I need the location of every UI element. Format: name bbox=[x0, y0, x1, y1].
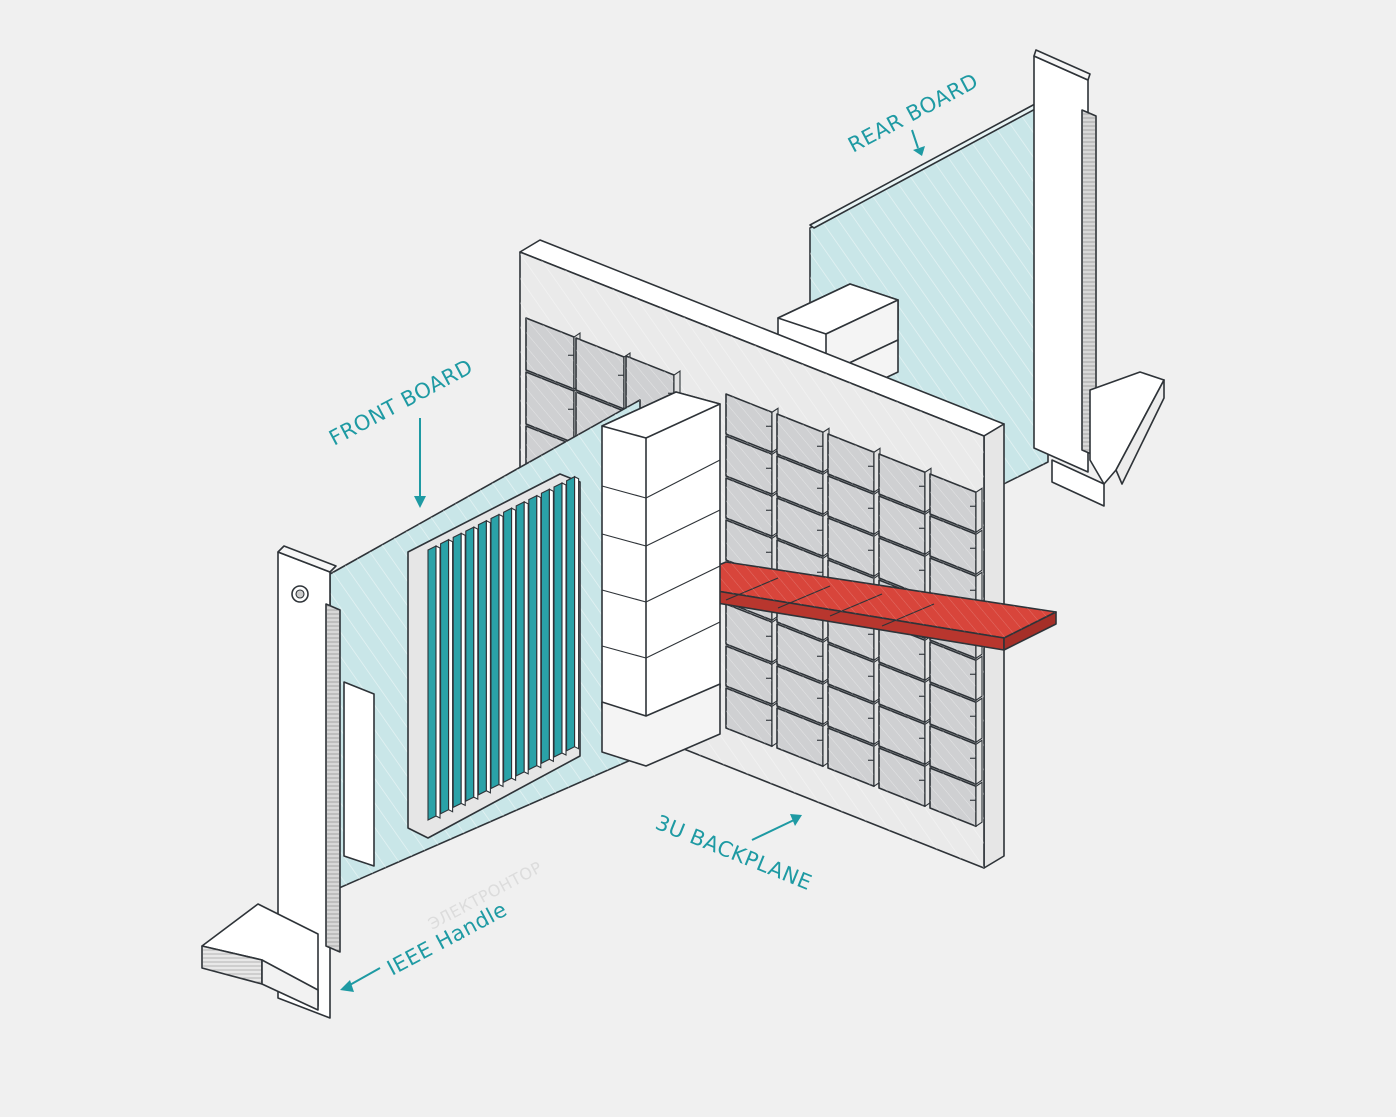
connector-cell bbox=[878, 621, 932, 682]
handle-callout: ЭЛЕКТРОНТОР IEEE Handle bbox=[340, 857, 545, 992]
connector-cell bbox=[525, 317, 581, 391]
connector-cell bbox=[725, 603, 779, 664]
heatsink-fin-edge bbox=[498, 513, 504, 788]
connector-cell bbox=[929, 473, 983, 534]
heatsink-fin bbox=[566, 475, 576, 752]
connector-cell bbox=[878, 495, 932, 556]
connector-cell bbox=[725, 393, 779, 454]
backplane-label: 3U BACKPLANE bbox=[652, 810, 815, 895]
heatsink-fin bbox=[553, 482, 563, 758]
front-board-label: FRONT BOARD bbox=[325, 354, 477, 450]
heatsink-fin-edge bbox=[548, 488, 554, 763]
front-panel bbox=[201, 545, 375, 1019]
rear-panel bbox=[1033, 49, 1165, 507]
connector-cell bbox=[878, 705, 932, 766]
heatsink-fin bbox=[528, 494, 538, 771]
heatsink-fin-edge bbox=[448, 538, 454, 813]
backplane-connector-grid bbox=[525, 317, 983, 828]
heatsink-fin bbox=[503, 507, 513, 784]
heatsink-fin bbox=[515, 501, 525, 777]
arrow-down-left-icon bbox=[340, 967, 381, 992]
heatsink-fin-edge bbox=[460, 532, 466, 807]
ieee-handle bbox=[201, 903, 319, 1011]
heatsink-fin bbox=[452, 532, 462, 809]
arrow-down-icon bbox=[911, 129, 925, 156]
connector-cell bbox=[827, 517, 881, 578]
front-connector bbox=[601, 391, 721, 767]
connector-cell bbox=[725, 645, 779, 706]
heatsink-fin bbox=[465, 526, 475, 802]
connector-cell bbox=[929, 725, 983, 786]
heatsink-fin-edge bbox=[485, 519, 491, 794]
heatsink-fin-edge bbox=[561, 482, 567, 756]
connector-cell bbox=[878, 453, 932, 514]
heatsink-fin bbox=[540, 488, 550, 765]
connector-cell bbox=[827, 643, 881, 704]
heatsink-fin bbox=[427, 545, 437, 821]
connector-cell bbox=[929, 515, 983, 576]
connector-cell bbox=[776, 707, 830, 768]
heatsink bbox=[407, 473, 581, 839]
connector-cell bbox=[929, 683, 983, 744]
heatsink-fin bbox=[477, 519, 487, 796]
connector-cell bbox=[776, 623, 830, 684]
heatsink-fin-edge bbox=[574, 475, 580, 750]
heatsink-fin bbox=[440, 538, 450, 815]
heatsink-fin-edge bbox=[536, 494, 542, 769]
connector-cell bbox=[878, 747, 932, 808]
connector-cell bbox=[725, 687, 779, 748]
heatsink-fin bbox=[490, 513, 500, 790]
connector-cell bbox=[776, 497, 830, 558]
connector-cell bbox=[725, 477, 779, 538]
connector-cell bbox=[827, 433, 881, 494]
backplane-callout: 3U BACKPLANE bbox=[652, 810, 815, 895]
heatsink-fin-edge bbox=[473, 526, 479, 800]
heatsink-fin-edge bbox=[435, 545, 441, 819]
connector-cell bbox=[827, 727, 881, 788]
arrow-up-right-icon bbox=[751, 814, 802, 841]
highlight-connector bbox=[673, 561, 1057, 651]
connector-cell bbox=[929, 767, 983, 828]
connector-cell bbox=[929, 641, 983, 702]
screw-icon bbox=[291, 585, 309, 603]
front-board-callout: FRONT BOARD bbox=[325, 354, 477, 508]
heatsink-fin-edge bbox=[523, 501, 529, 775]
arrow-down-icon bbox=[414, 418, 426, 508]
connector-cell bbox=[575, 337, 631, 411]
heatsink-fin-edge bbox=[511, 507, 517, 782]
